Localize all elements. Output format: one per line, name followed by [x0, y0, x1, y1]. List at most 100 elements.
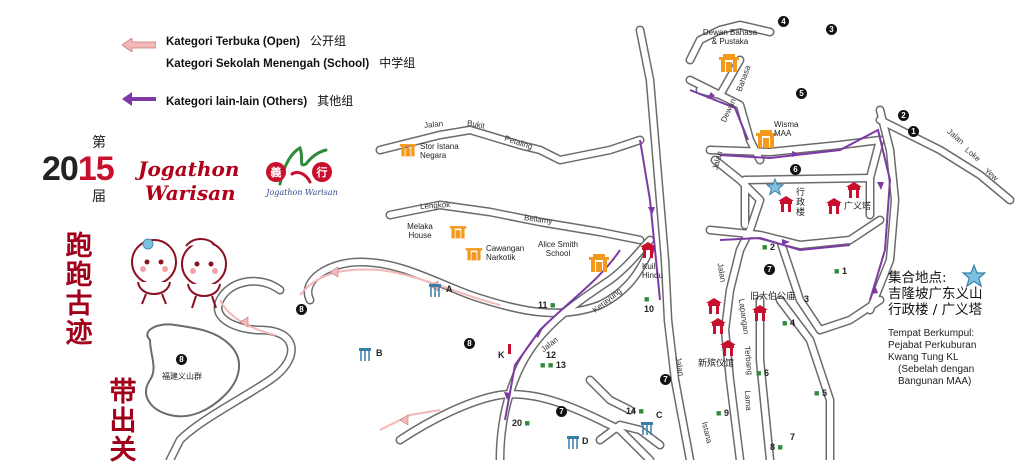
dewan-bahasa-label: Dewan Bahasa& Pustaka	[702, 28, 758, 46]
assembly-en-1: Tempat Berkumpul:	[888, 328, 975, 339]
marker-7: 7	[660, 374, 671, 385]
assembly-info: 集合地点: 吉隆坡广东义山 行政楼 / 广义塔 Tempat Berkumpul…	[888, 264, 1020, 388]
checkpoint-icon: ■	[756, 368, 764, 378]
road-label: Lama	[742, 390, 754, 411]
checkpoint-icon: ■	[762, 242, 770, 252]
checkpoint-9: ■ 9	[716, 408, 729, 418]
temple-icon	[710, 318, 726, 334]
checkpoint-icon: ■	[814, 388, 822, 398]
marker-6: 6	[790, 164, 801, 175]
legend-open-cjk: 公开组	[309, 34, 346, 48]
k-marker-icon	[508, 344, 511, 354]
marker-7: 7	[764, 264, 775, 275]
guangyita-label: 广义塔	[844, 202, 872, 212]
water-station-icon	[359, 348, 371, 361]
assembly-en-3: Kwang Tung KL	[888, 352, 959, 363]
route-arrows	[504, 92, 884, 400]
title-year: 2015	[42, 150, 115, 189]
checkpoint-icon: ■	[644, 294, 650, 304]
checkpoint-4: ■ 4	[782, 318, 795, 328]
checkpoint-12: 12	[546, 350, 557, 360]
open-arrow-icon	[122, 38, 156, 52]
checkpoint-icon: ■	[636, 406, 644, 416]
logo-runner-icon	[266, 145, 332, 186]
checkpoint-14: 14 ■	[626, 406, 644, 416]
marker-3: 3	[826, 24, 837, 35]
jiudabogongmiao-label: 旧大伯公庙	[750, 292, 796, 302]
building-icon	[719, 54, 739, 72]
xingzhenglou-label: 行政楼	[796, 188, 806, 218]
checkpoint-7: 7	[790, 432, 796, 442]
checkpoint-icon: ■	[834, 266, 842, 276]
checkpoint-1: ■ 1	[834, 266, 847, 276]
building-icon	[756, 130, 776, 148]
assembly-star-icon	[962, 264, 986, 288]
logo-char-b: 行	[316, 166, 328, 179]
title-name-2: Warisan	[145, 181, 236, 205]
title-name-1: Jogathon	[138, 157, 240, 181]
temple-icon	[640, 242, 656, 258]
temple-icon	[778, 196, 794, 212]
marker-8: 8	[176, 354, 187, 365]
assembly-en-5: Bangunan MAA)	[898, 376, 972, 387]
building-icon	[449, 226, 467, 239]
temple-icon	[720, 340, 736, 356]
checkpoint-2: ■ 2	[762, 242, 775, 252]
marker-8: 8	[296, 304, 307, 315]
vertical-slogan-2: 带出关	[109, 377, 137, 466]
logo-char-a: 義	[270, 166, 282, 179]
assembly-star-icon	[766, 178, 784, 196]
checkpoint-icon: ■	[547, 300, 556, 310]
assembly-line-1: 吉隆坡广东义山	[888, 286, 983, 302]
water-station-icon	[429, 284, 441, 297]
building-icon	[589, 254, 609, 272]
checkpoint-icon: ■	[782, 318, 790, 328]
temple-icon	[706, 298, 722, 314]
logo-caption: Jogathon Warisan	[266, 188, 338, 197]
legend-others: Kategori lain-lain (Others) 其他组	[166, 92, 353, 109]
checkpoint-6: ■ 6	[756, 368, 769, 378]
water-station-icon	[641, 422, 653, 435]
others-arrow-icon	[122, 92, 156, 106]
marker-8: 8	[464, 338, 475, 349]
assembly-en-2: Pejabat Perkuburan	[888, 340, 977, 351]
building-icon	[465, 248, 483, 261]
legend-school-cjk: 中学组	[379, 56, 416, 70]
year-part-a: 20	[42, 150, 79, 188]
legend-open-label: Kategori Terbuka (Open)	[166, 36, 300, 48]
marker-1: 1	[908, 126, 919, 137]
assembly-en-4: (Sebelah dengan	[898, 364, 975, 375]
station-d: D	[582, 436, 589, 446]
legend-open: Kategori Terbuka (Open) 公开组	[166, 32, 346, 49]
checkpoint-5: ■ 5	[814, 388, 827, 398]
fujian-label: 福建义山群	[162, 372, 202, 381]
route-arrows-open	[239, 266, 439, 426]
checkpoint-icon: ■ ■	[540, 360, 556, 370]
xinbinyiguan-label: 新殡仪馆	[698, 359, 735, 369]
legend-others-label: Kategori lain-lain (Others)	[166, 96, 308, 108]
checkpoint-icon: ■	[522, 418, 530, 428]
marker-7: 7	[556, 406, 567, 417]
legend-school-label: Kategori Sekolah Menengah (School)	[166, 58, 370, 70]
building-icon	[399, 144, 417, 157]
year-part-b: 15	[77, 150, 115, 188]
assembly-line-2: 行政楼 / 广义塔	[888, 302, 983, 318]
checkpoint-13: ■ ■ 13	[540, 360, 566, 370]
legend-others-cjk: 其他组	[317, 94, 354, 108]
station-c: C	[656, 410, 663, 420]
temple-icon	[752, 305, 768, 321]
vertical-slogan-1: 跑跑古迹	[65, 231, 93, 349]
checkpoint-10: ■ 10	[644, 294, 655, 314]
title-prefix: 第	[92, 135, 106, 151]
checkpoint-20: 20 ■	[512, 418, 530, 428]
marker-4: 4	[778, 16, 789, 27]
water-station-icon	[567, 436, 579, 449]
route-others	[504, 89, 892, 421]
mascot-characters	[131, 238, 227, 309]
